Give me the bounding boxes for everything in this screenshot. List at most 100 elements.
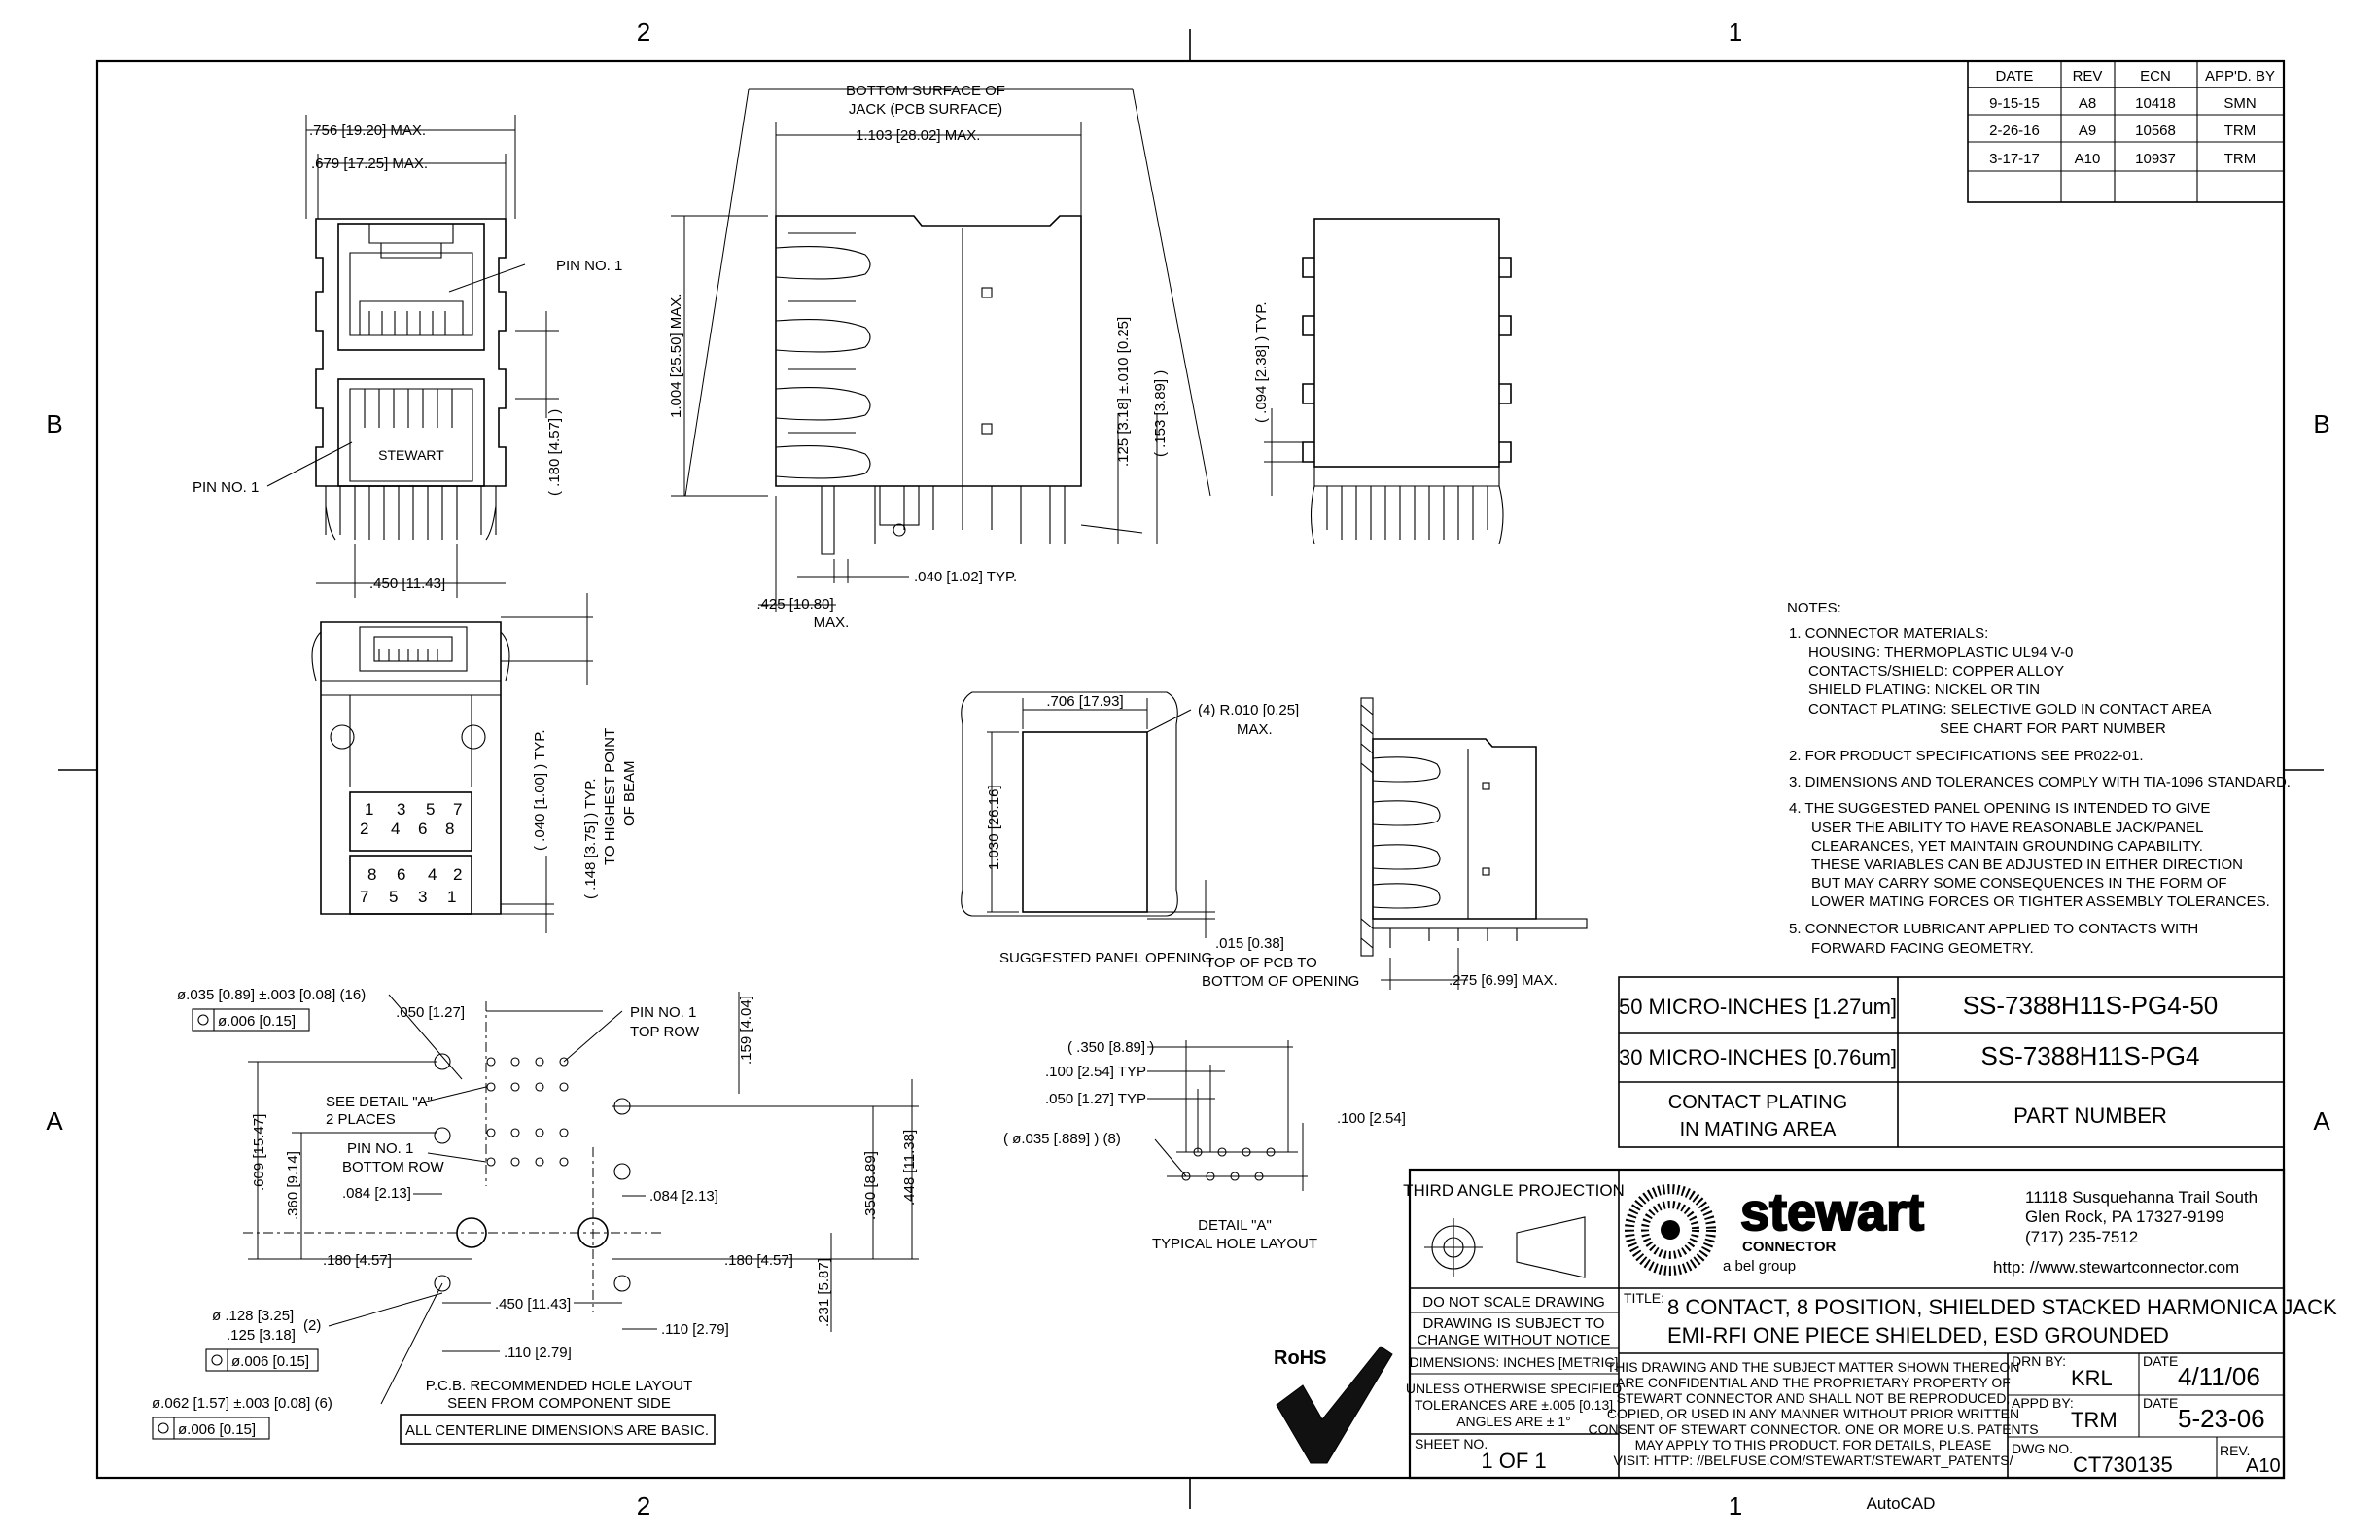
- pin-label: 2: [453, 865, 462, 884]
- date-label: DATE: [2143, 1353, 2178, 1369]
- pcb-dim-084-right: .084 [2.13]: [649, 1188, 718, 1205]
- part-row-plating: 30 MICRO-INCHES [0.76um]: [1619, 1045, 1897, 1069]
- rev-cell: 10568: [2135, 122, 2176, 139]
- border-frame: [95, 59, 2286, 1480]
- appd-value: TRM: [2071, 1408, 2118, 1432]
- note-line: CONTACTS/SHIELD: COPPER ALLOY: [1808, 663, 2064, 680]
- side-standoff-ref: ( .153 [3.89] ): [1152, 370, 1169, 457]
- rev-header-date: DATE: [1996, 68, 2034, 85]
- front-view: .756 [19.20] MAX. .679 [17.25] MAX. STEW…: [192, 115, 622, 598]
- panel-opening-view: .706 [17.93] (4) R.010 [0.25] MAX. 1.030…: [961, 691, 1588, 990]
- pcb-hole-mid-3: (2): [303, 1317, 321, 1334]
- pin-label: 7: [453, 800, 462, 819]
- panel-caption: SUGGESTED PANEL OPENING: [999, 950, 1212, 966]
- confidential-line: COPIED, OR USED IN ANY MANNER WITHOUT PR…: [1607, 1406, 2019, 1421]
- pin-label: 3: [397, 800, 405, 819]
- zone-left-a: A: [46, 1106, 63, 1136]
- rear-view: ( .094 [2.38] ) TYP.: [1253, 218, 1512, 545]
- note-line: USER THE ABILITY TO HAVE REASONABLE JACK…: [1811, 820, 2203, 836]
- revision-table: DATE REV ECN APP'D. BY 9-15-15 A8 10418 …: [1967, 60, 2285, 203]
- logo-sub: CONNECTOR: [1742, 1239, 1837, 1255]
- rev-header-ecn: ECN: [2140, 68, 2171, 85]
- rev-cell: SMN: [2223, 95, 2256, 112]
- rev-cell: A9: [2079, 122, 2096, 139]
- drn-label: DRN BY:: [2012, 1353, 2066, 1369]
- detail-a: ( .350 [8.89] ) .100 [2.54] TYP .050 [1.…: [1003, 1039, 1406, 1252]
- detail-caption-2: TYPICAL HOLE LAYOUT: [1152, 1236, 1317, 1252]
- zone-right-a: A: [2313, 1106, 2330, 1136]
- pcb-dim-110-right: .110 [2.79]: [661, 1321, 729, 1338]
- pcb-hole-mid-2: .125 [3.18]: [227, 1327, 296, 1344]
- pin-label: 4: [428, 865, 437, 884]
- rev-cell: 3-17-17: [1989, 151, 2040, 167]
- detail-d050-typ: .050 [1.27] TYP: [1045, 1091, 1146, 1107]
- confidential-line: VISIT: HTTP: //BELFUSE.COM/STEWART/STEWA…: [1614, 1452, 2013, 1468]
- rev-cell: 2-26-16: [1989, 122, 2040, 139]
- notes: NOTES: 1. CONNECTOR MATERIALS: HOUSING: …: [1787, 600, 2291, 957]
- panel-height: 1.030 [26.16]: [986, 785, 1002, 870]
- bottom-view: 1 3 5 7 2 4 6 8 8 6 4 2 7 5 3 1 ( .148 […: [311, 593, 638, 933]
- zone-bottom-2: 2: [637, 1491, 650, 1521]
- front-pin1-top: PIN NO. 1: [556, 258, 622, 274]
- panel-pcb-dim-2: TOP OF PCB TO: [1206, 955, 1317, 971]
- side-height-max: 1.004 [25.50] MAX.: [668, 294, 684, 418]
- note-line: LOWER MATING FORCES OR TIGHTER ASSEMBLY …: [1811, 893, 2270, 910]
- address-line: Glen Rock, PA 17327-9199: [2025, 1208, 2224, 1226]
- note-line: 1. CONNECTOR MATERIALS:: [1789, 625, 1988, 642]
- subject-change-2: CHANGE WITHOUT NOTICE: [1418, 1332, 1611, 1348]
- pin-label: 4: [391, 820, 400, 838]
- appd-date: 5-23-06: [2178, 1404, 2265, 1433]
- rohs-label: RoHS: [1274, 1348, 1326, 1369]
- pcb-layout: ø.035 [0.89] ±.003 [0.08] (16) ø.006 [0.…: [152, 987, 919, 1445]
- rev-header-rev: REV: [2073, 68, 2103, 85]
- rev-cell: A10: [2075, 151, 2101, 167]
- autocad-label: AutoCAD: [1867, 1494, 1936, 1513]
- pcb-dim-084-left: .084 [2.13]: [342, 1185, 411, 1202]
- side-view: BOTTOM SURFACE OF JACK (PCB SURFACE) 1.1…: [668, 83, 1211, 631]
- confidential-line: CONSENT OF STEWART CONNECTOR. ONE OR MOR…: [1588, 1421, 2038, 1437]
- bottom-beam-dim: ( .148 [3.75] ) TYP.: [582, 778, 599, 899]
- pcb-dim-180-right: .180 [4.57]: [724, 1252, 793, 1269]
- tolerance-line: TOLERANCES ARE ±.005 [0.13]: [1415, 1397, 1613, 1413]
- note-line: 4. THE SUGGESTED PANEL OPENING IS INTEND…: [1789, 800, 2210, 817]
- panel-pcb-dim-3: BOTTOM OF OPENING: [1202, 973, 1359, 990]
- pin-label: 8: [368, 865, 376, 884]
- dwg-number: CT730135: [2073, 1452, 2173, 1477]
- bottom-beam-dim-3: OF BEAM: [621, 760, 638, 826]
- confidential-line: STEWART CONNECTOR AND SHALL NOT BE REPRO…: [1617, 1390, 2011, 1406]
- rohs-mark: RoHS: [1274, 1346, 1393, 1464]
- bottom-view-pins: 1 3 5 7 2 4 6 8 8 6 4 2 7 5 3 1: [360, 800, 462, 906]
- pin-label: 5: [389, 888, 398, 906]
- side-offset-max-label: MAX.: [814, 614, 850, 631]
- front-pin1-bottom: PIN NO. 1: [192, 479, 259, 496]
- pcb-dim-609: .609 [15.47]: [251, 1114, 267, 1191]
- part-row-number: SS-7388H11S-PG4-50: [1963, 991, 2219, 1020]
- pcb-pin1-bottom: PIN NO. 1: [347, 1140, 413, 1157]
- rev-cell: 9-15-15: [1989, 95, 2040, 112]
- tolerance-line: UNLESS OTHERWISE SPECIFIED: [1406, 1381, 1622, 1396]
- panel-radius: (4) R.010 [0.25]: [1198, 702, 1299, 718]
- pin-label: 8: [445, 820, 454, 838]
- logo-text: stewart: [1740, 1183, 1924, 1242]
- drn-value: KRL: [2071, 1366, 2113, 1390]
- note-line: FORWARD FACING GEOMETRY.: [1811, 940, 2034, 957]
- zone-left-b: B: [46, 409, 62, 438]
- zone-bottom-1: 1: [1729, 1491, 1742, 1521]
- pcb-dim-448: .448 [11.38]: [901, 1130, 918, 1206]
- pcb-basic-note: ALL CENTERLINE DIMENSIONS ARE BASIC.: [405, 1422, 709, 1439]
- front-pin-span: .450 [11.43]: [369, 576, 445, 592]
- pcb-dim-360: .360 [9.14]: [285, 1151, 301, 1220]
- note-line: HOUSING: THERMOPLASTIC UL94 V-0: [1808, 645, 2073, 661]
- pcb-dim-350: .350 [8.89]: [862, 1151, 879, 1220]
- pcb-holes: [434, 1053, 631, 1292]
- confidential-line: ARE CONFIDENTIAL AND THE PROPRIETARY PRO…: [1616, 1375, 2011, 1390]
- pin-label: 6: [418, 820, 427, 838]
- front-logo-label: STEWART: [378, 447, 444, 463]
- projection-label: THIRD ANGLE PROJECTION: [1403, 1181, 1625, 1200]
- pcb-dim-180-left: .180 [4.57]: [323, 1252, 392, 1269]
- rev-cell: 10418: [2135, 95, 2176, 112]
- dimensions-note: DIMENSIONS: INCHES [METRIC]: [1410, 1354, 1619, 1370]
- zone-right-b: B: [2313, 409, 2329, 438]
- bottom-edge-dim: ( .040 [1.00] ) TYP.: [532, 729, 548, 851]
